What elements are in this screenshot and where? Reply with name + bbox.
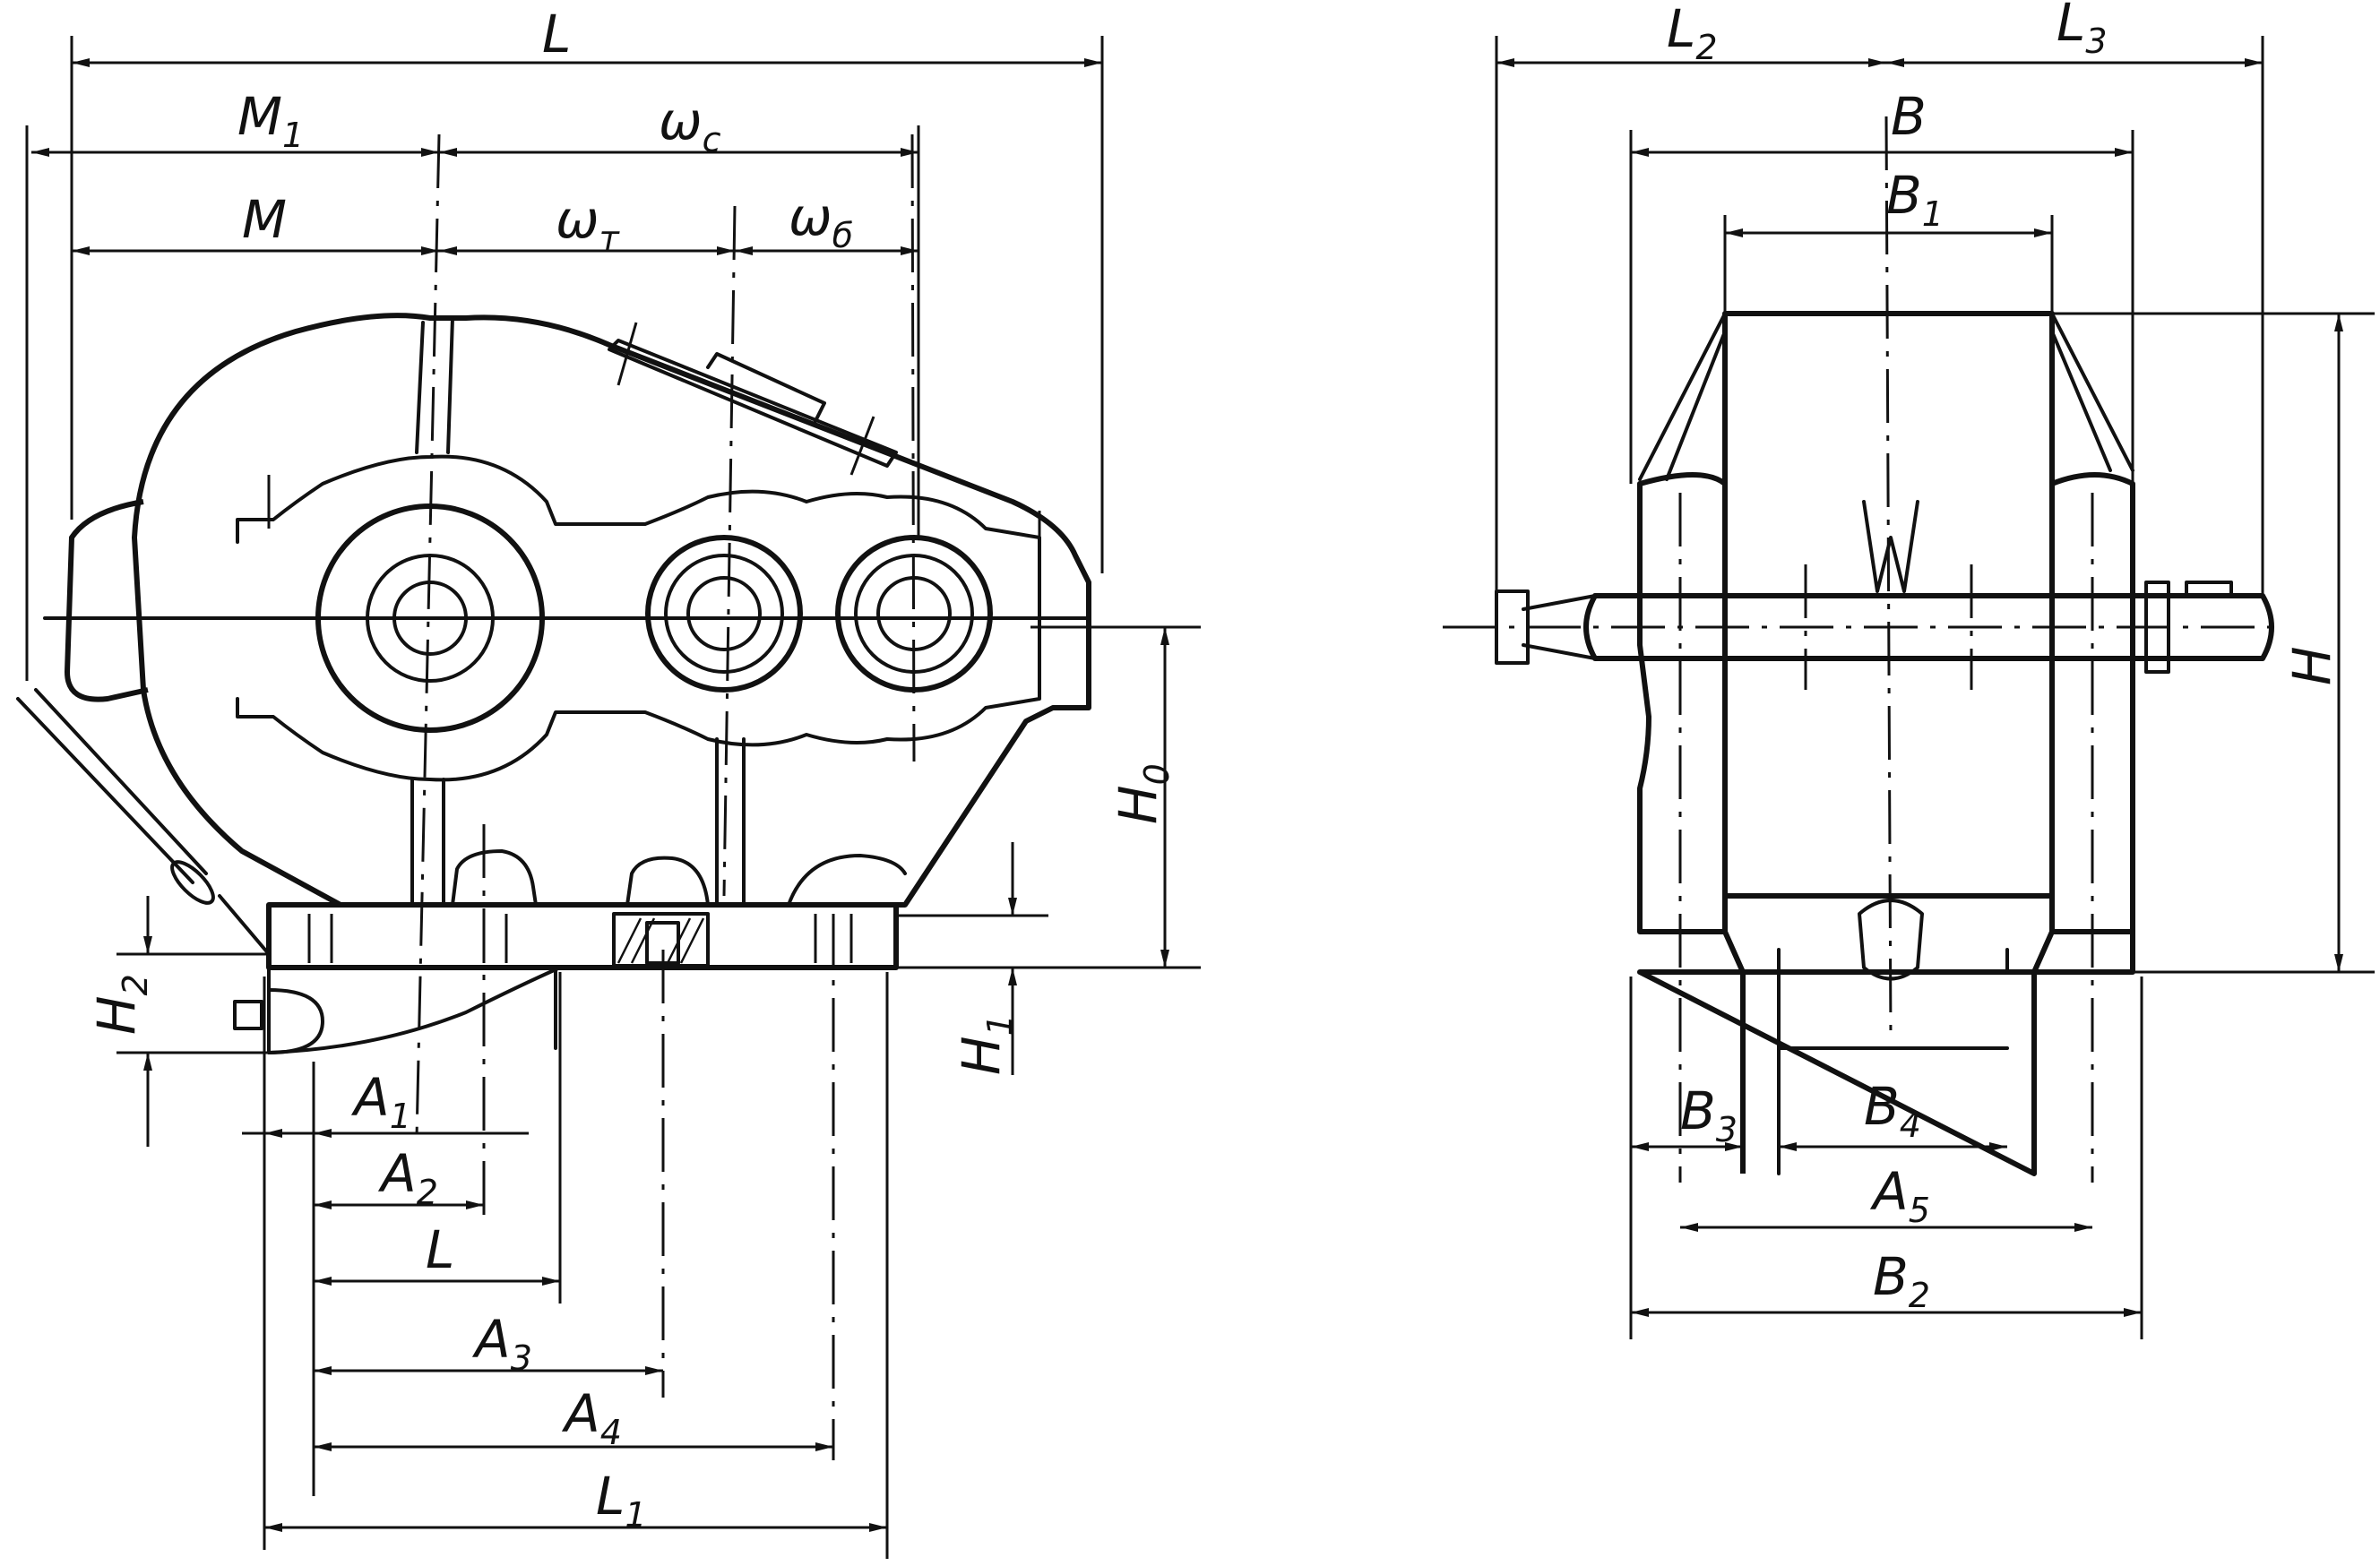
drain-plug [267,988,324,1054]
dim-label-A2: A2 [377,1143,438,1212]
dipstick-cap [170,860,215,905]
base-plate [266,902,899,970]
dim-label-H0: H0 [1108,763,1177,824]
top-rib [415,316,454,454]
dim-label-B3: B3 [1680,1080,1738,1149]
side-base [1637,929,2135,1176]
dim-label-A5: A5 [1869,1161,1930,1230]
dim-label-H2: H2 [86,974,155,1035]
dim-label-wt: ωт [556,189,621,258]
dim-label-H: H [2281,646,2342,685]
dim-label-A3: A3 [471,1309,532,1378]
section-hatch [617,917,705,964]
dim-label-B1: B1 [1886,165,1944,234]
side-shaft [1583,593,2274,661]
side-dimension-lines [1496,58,2343,1317]
dim-label-wb: ωб [789,186,853,255]
dipstick [16,688,271,956]
lower-rib-2 [715,737,746,907]
side-centerlines [1443,116,2276,1183]
dim-label-wc: ωc [659,90,721,159]
side-right-housing [2049,472,2135,934]
dim-label-L2: L2 [1667,0,1718,67]
side-lifting-lug [1858,899,1924,981]
dim-label-M: M [242,189,287,250]
left-lug [65,499,149,702]
side-lifting-eye [1862,500,1919,593]
bearing-mid-2 [664,554,784,674]
side-view: L2 L3 B B1 H B3 B4 A5 B2 [1443,0,2375,1339]
foot-curve [267,966,562,1054]
side-shoulder-left [1638,312,1727,481]
side-base-inner [1777,948,2009,1175]
side-labels: L2 L3 B B1 H B3 B4 A5 B2 [1667,0,2342,1315]
dim-label-L-lower: L [426,1219,454,1280]
shaft-key [2185,581,2233,598]
cover-bolt-2 [849,416,875,476]
base-holes [307,914,853,963]
shaft-2 [686,576,762,651]
boss-3 [787,854,907,907]
boss-1 [451,849,538,907]
cover-bolt-1 [617,322,638,386]
dim-label-H1: H1 [951,1014,1020,1075]
shaft-cone [1522,594,1597,660]
side-shoulder-right [2050,312,2134,472]
front-dimension-lines [31,58,1169,1532]
front-labels: L M1 ωc M ωт ωб H0 H1 H2 A1 A2 L A3 A4 L… [86,4,1177,1535]
dim-label-B2: B2 [1873,1246,1930,1315]
side-left-housing [1637,472,1728,934]
bolt-section [612,912,710,968]
dim-label-B4: B4 [1864,1076,1921,1145]
dim-label-A1: A1 [350,1067,411,1136]
plug-nut [233,1000,263,1030]
dim-label-L3: L3 [2057,0,2108,61]
inspection-cover [608,339,898,468]
front-centerlines [267,133,1041,1460]
dim-label-L1: L1 [596,1466,647,1535]
housing-outline [132,313,1091,908]
bearing-outer-2 [645,535,803,693]
dim-label-M1: M1 [237,86,304,155]
side-extension-lines [1495,36,2375,1339]
dim-label-L: L [542,4,571,65]
boss-2 [625,856,710,907]
front-extension-lines [25,36,1201,1559]
front-view: L M1 ωc M ωт ωб H0 H1 H2 A1 A2 L A3 A4 L… [16,4,1201,1559]
bearing-flange [236,454,1041,782]
dim-label-A4: A4 [561,1383,622,1452]
dim-label-B: B [1891,86,1927,147]
lower-rib-1 [410,778,445,907]
